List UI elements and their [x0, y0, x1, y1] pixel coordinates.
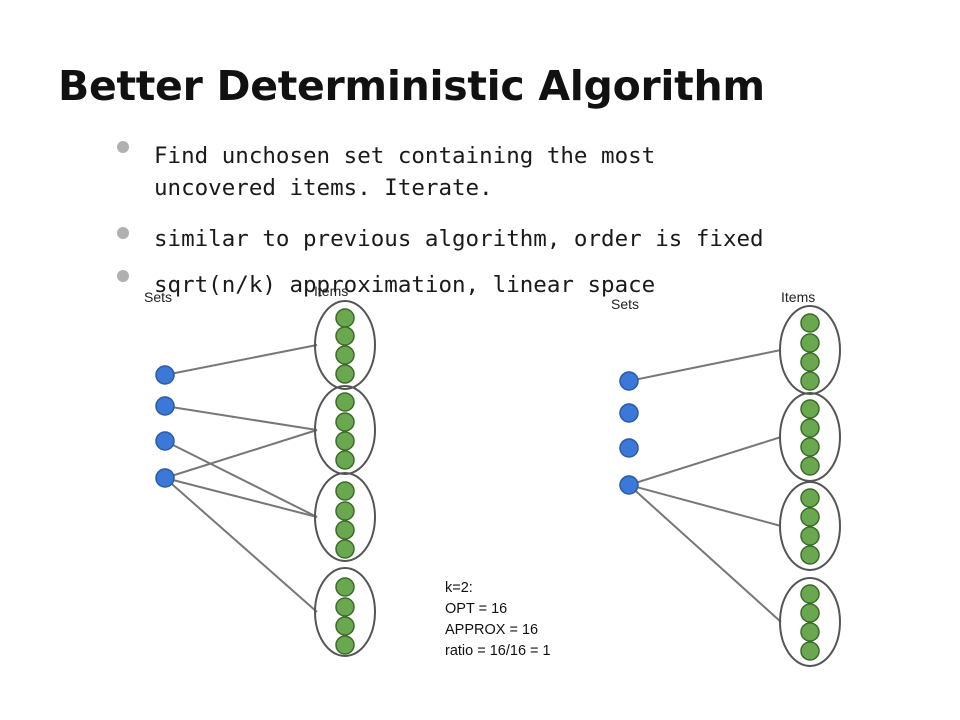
item-node [335, 597, 355, 617]
note-ratio: ratio = 16/16 = 1 [445, 643, 551, 659]
slide-title: Better Deterministic Algorithm [58, 62, 765, 110]
bullet-2-line-1: similar to previous algorithm, order is … [154, 226, 764, 252]
item-node [800, 507, 820, 527]
bullet-3-line-1: sqrt(n/k) approximation, linear space [154, 272, 656, 298]
item-node [335, 308, 355, 328]
set-node [619, 475, 639, 495]
bullet-1-line-1: Find unchosen set containing the most [154, 143, 656, 169]
item-node [800, 526, 820, 546]
note-opt: OPT = 16 [445, 601, 508, 617]
edge [164, 477, 318, 613]
edge [164, 344, 318, 376]
item-node [800, 603, 820, 623]
set-node [619, 438, 639, 458]
left-item-groups [314, 300, 376, 657]
item-node [800, 352, 820, 372]
item-node [800, 622, 820, 642]
bullet-marker [117, 227, 129, 239]
item-node [335, 392, 355, 412]
right-sets-label: Sets [611, 296, 639, 312]
right-item-nodes [800, 313, 820, 661]
edge [164, 440, 318, 518]
edge [164, 405, 318, 431]
note-approx: APPROX = 16 [445, 622, 539, 638]
right-edges [628, 349, 782, 623]
item-group [779, 577, 841, 667]
item-node [335, 520, 355, 540]
item-node [800, 418, 820, 438]
item-group [779, 481, 841, 571]
item-node [800, 313, 820, 333]
set-node [155, 396, 175, 416]
right-set-nodes [619, 371, 639, 495]
item-node [335, 431, 355, 451]
item-node [335, 501, 355, 521]
edge [628, 484, 782, 623]
item-group [314, 567, 376, 657]
set-node [155, 468, 175, 488]
set-node [619, 371, 639, 391]
bullet-marker [117, 270, 129, 282]
left-diagram: Sets Items [144, 283, 376, 657]
left-item-nodes [335, 308, 355, 655]
item-node [335, 577, 355, 597]
item-node [800, 584, 820, 604]
note-k: k=2: [445, 580, 473, 596]
bullet-marker [117, 141, 129, 153]
item-node [800, 437, 820, 457]
item-node [335, 450, 355, 470]
right-item-groups [779, 305, 841, 667]
item-node [335, 364, 355, 384]
set-node [619, 403, 639, 423]
item-node [800, 641, 820, 661]
item-node [800, 333, 820, 353]
item-node [335, 345, 355, 365]
set-node [155, 365, 175, 385]
left-set-nodes [155, 365, 175, 488]
item-group [314, 300, 376, 390]
item-node [335, 412, 355, 432]
edge [164, 477, 318, 518]
item-node [800, 456, 820, 476]
set-node [155, 431, 175, 451]
item-node [335, 616, 355, 636]
bullet-1-line-2: uncovered items. Iterate. [154, 175, 493, 201]
item-node [800, 545, 820, 565]
edge [628, 349, 782, 382]
right-items-label: Items [781, 289, 815, 305]
item-node [335, 481, 355, 501]
left-sets-label: Sets [144, 289, 172, 305]
edge [628, 484, 782, 527]
edge [628, 436, 782, 486]
item-group [314, 472, 376, 562]
right-diagram: Sets Items [611, 289, 841, 667]
left-edges [164, 344, 318, 613]
item-node [800, 399, 820, 419]
item-node [335, 539, 355, 559]
item-node [335, 635, 355, 655]
item-node [335, 326, 355, 346]
item-node [800, 488, 820, 508]
left-items-label: Items [314, 283, 348, 299]
item-node [800, 371, 820, 391]
result-note: k=2: OPT = 16 APPROX = 16 ratio = 16/16 … [445, 578, 551, 662]
edge [164, 429, 318, 479]
